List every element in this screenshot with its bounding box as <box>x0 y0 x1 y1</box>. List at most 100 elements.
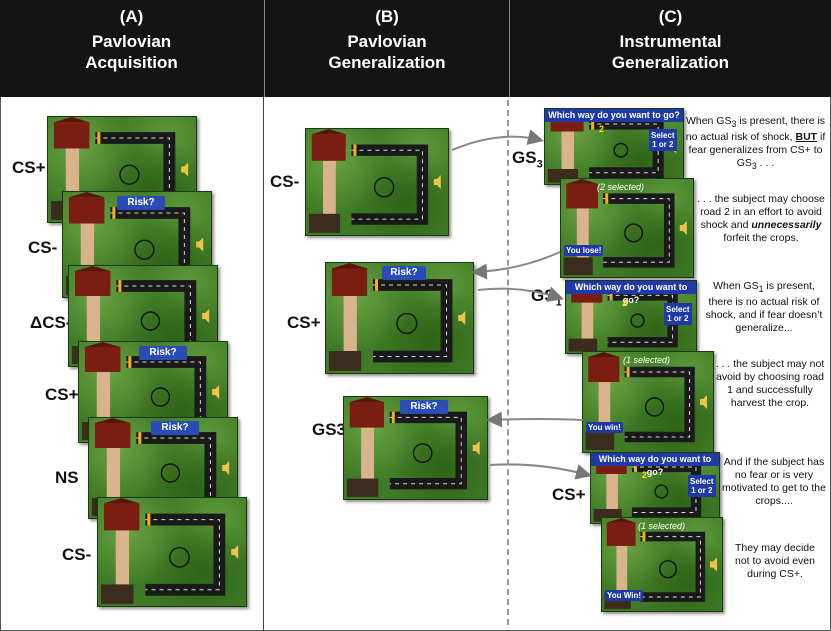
target-circle <box>119 164 140 185</box>
road-dashes <box>624 371 691 438</box>
target-circle <box>624 223 644 243</box>
house-peak <box>606 518 636 523</box>
stimulus-label: CS- <box>62 545 92 564</box>
gate-barrier <box>626 366 630 378</box>
house-roof <box>94 423 131 448</box>
selection-note: (1 selected) <box>638 521 686 531</box>
desc-part: forfeit the crops. <box>723 232 799 244</box>
speaker-icon <box>222 461 230 475</box>
target-circle <box>373 177 395 198</box>
description-text: . . . the subject may not avoid by choos… <box>715 358 825 409</box>
column-letter: (B) <box>375 7 399 26</box>
select-line2: 1 or 2 <box>652 140 674 149</box>
risk-banner: Risk? <box>400 400 448 414</box>
column-letter: (A) <box>119 7 144 26</box>
road-dashes <box>631 466 697 513</box>
stimulus-label: CS+ <box>552 485 586 504</box>
road-number: 2 <box>599 124 605 134</box>
house-peak <box>103 498 140 504</box>
stimulus-label: CS+ <box>287 313 321 332</box>
arrow <box>477 286 564 302</box>
dirt-path <box>115 530 130 590</box>
gate-barrier <box>353 144 357 156</box>
desc-sub: 3 <box>731 119 737 130</box>
risk-banner: Risk? <box>117 196 165 210</box>
house-roof <box>588 357 620 382</box>
description-text: When GS1 is present, there is no actual … <box>700 280 828 335</box>
desc-emphasis: unnecessarily <box>751 219 822 231</box>
dirt-path <box>96 372 111 427</box>
speaker-icon <box>433 175 441 189</box>
dirt-path <box>323 160 336 220</box>
arrow <box>486 411 584 428</box>
speaker-icon <box>212 385 220 399</box>
target-circle <box>168 546 190 568</box>
scene-drawing <box>308 129 441 233</box>
scene-drawing <box>585 352 707 450</box>
crop-field <box>328 351 362 371</box>
target-circle <box>134 239 155 260</box>
outcome-scene: (1 selected) You Win! <box>601 517 723 612</box>
house-roof <box>103 503 140 531</box>
column-header-a: (A) Pavlovian Acquisition <box>0 0 263 97</box>
dirt-path <box>86 296 101 351</box>
gate-barrier <box>112 207 116 219</box>
house-peak <box>94 418 131 423</box>
house-peak <box>349 397 385 403</box>
desc-sub: 3 <box>751 161 757 172</box>
house-peak <box>84 342 121 347</box>
speaker-icon <box>700 395 707 409</box>
dirt-path <box>106 448 121 503</box>
select-line1: Select <box>651 131 675 140</box>
desc-part: is present, there is no actual risk of s… <box>705 280 823 335</box>
road <box>373 279 453 363</box>
target-circle <box>412 443 433 463</box>
stimulus-label: CS+ <box>45 385 79 404</box>
house-roof <box>53 122 90 149</box>
column-title-line2: Acquisition <box>85 53 178 72</box>
speaker-icon <box>710 557 717 572</box>
house-roof <box>311 134 346 161</box>
desc-sub: 1 <box>758 284 764 295</box>
crop-field <box>568 338 598 352</box>
gate-barrier <box>642 531 646 542</box>
road-number: 2 <box>622 298 628 308</box>
speaker-icon <box>458 311 466 325</box>
dirt-path <box>576 208 589 263</box>
stimulus-scene: Risk? <box>343 396 488 500</box>
house-roof <box>566 183 598 209</box>
house-roof <box>349 402 385 428</box>
gate-barrier <box>609 290 613 301</box>
desc-part: When GS <box>685 115 732 127</box>
target-circle <box>140 311 161 331</box>
road <box>145 513 226 596</box>
scene-drawing <box>563 179 687 276</box>
gate-barrier <box>591 118 595 130</box>
target-circle <box>160 463 181 483</box>
gate-barrier <box>128 356 132 368</box>
arrow <box>489 463 592 480</box>
house-peak <box>53 117 90 123</box>
gate-barrier <box>633 461 637 473</box>
column-title-line2: Generalization <box>611 53 730 72</box>
select-line1: Select <box>690 477 714 486</box>
house-peak <box>566 179 598 184</box>
speaker-icon <box>196 237 204 252</box>
column-title-line1: Pavlovian <box>347 32 427 51</box>
select-line2: 1 or 2 <box>667 314 689 323</box>
house-roof <box>606 522 636 546</box>
desc-part: When GS <box>713 280 759 292</box>
prompt-bar: Which way do you want to go? <box>545 109 683 122</box>
arrow <box>471 251 561 280</box>
stimulus-label: NS <box>55 468 79 487</box>
speaker-icon <box>679 221 687 235</box>
description-text: . . . the subject may choose road 2 in a… <box>696 193 826 245</box>
arrow <box>451 129 544 151</box>
